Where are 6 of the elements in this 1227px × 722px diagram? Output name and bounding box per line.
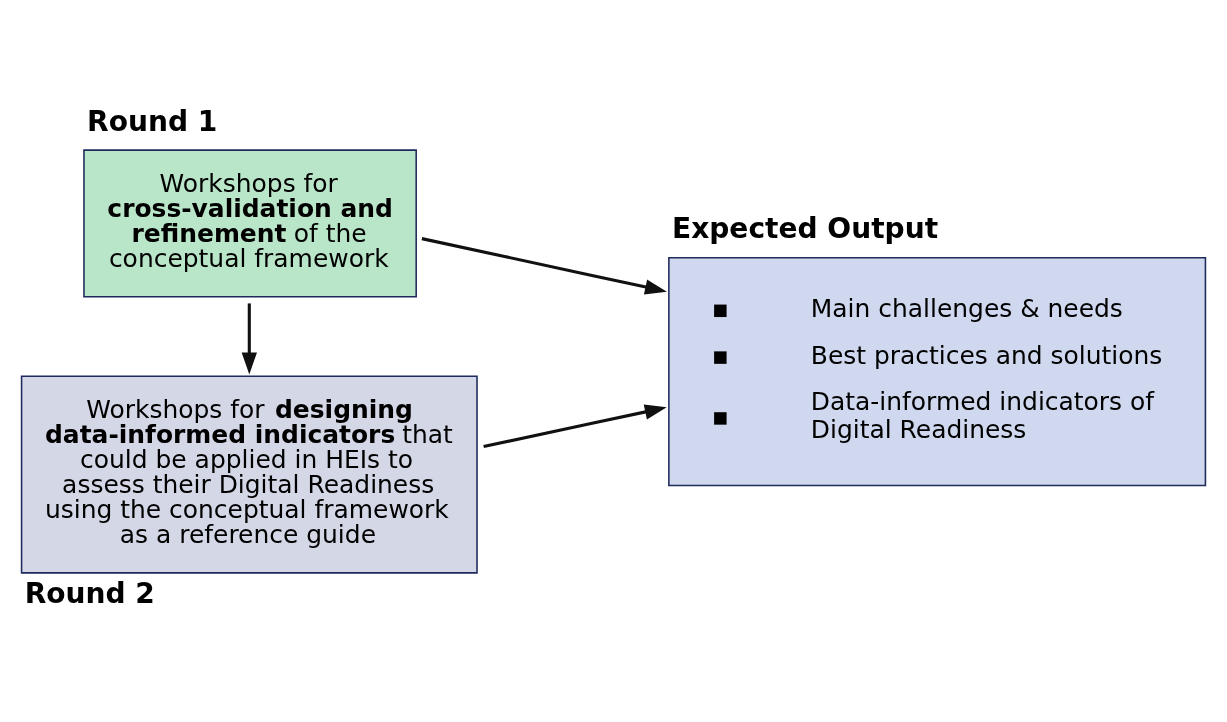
arrow bbox=[483, 403, 667, 448]
node-label: Round 1 bbox=[87, 104, 218, 137]
arrow bbox=[241, 302, 257, 374]
arrow bbox=[421, 236, 667, 294]
node-label: Round 2 bbox=[24, 576, 155, 610]
node-label: Expected Output bbox=[671, 211, 939, 245]
